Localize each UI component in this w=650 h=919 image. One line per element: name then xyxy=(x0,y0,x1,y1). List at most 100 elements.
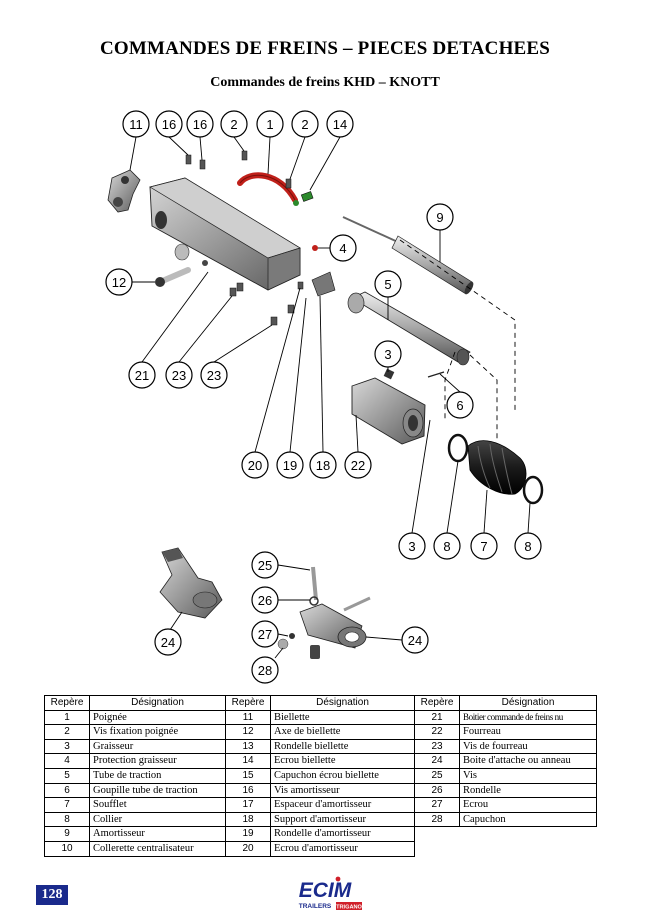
header-designation: Désignation xyxy=(459,695,597,711)
svg-text:24: 24 xyxy=(408,633,422,648)
svg-text:28: 28 xyxy=(258,663,272,678)
row-num: 1 xyxy=(44,709,90,726)
callout-4: 4 xyxy=(329,234,357,262)
svg-text:2: 2 xyxy=(230,117,237,132)
row-name: Vis de fourreau xyxy=(459,738,597,755)
row-num: 26 xyxy=(414,782,460,799)
callout-20: 20 xyxy=(241,451,269,479)
header-designation: Désignation xyxy=(270,695,415,711)
row-name: Fourreau xyxy=(459,724,597,740)
row-name: Boite d'attache ou anneau xyxy=(459,753,597,769)
row-name: Poignée xyxy=(89,709,226,726)
part-support-amortisseur xyxy=(311,271,336,297)
svg-text:14: 14 xyxy=(333,117,347,132)
part-ecrou-biellette xyxy=(300,191,314,202)
page-subtitle: Commandes de freins KHD – KNOTT xyxy=(210,75,440,90)
callout-27: 27 xyxy=(251,620,279,648)
svg-text:5: 5 xyxy=(384,277,391,292)
callout-19: 19 xyxy=(276,451,304,479)
row-name: Tube de traction xyxy=(89,767,226,784)
part-axe-biellette xyxy=(155,267,191,287)
part-boitier xyxy=(149,177,301,291)
part-collier xyxy=(447,433,469,463)
svg-text:26: 26 xyxy=(258,593,272,608)
svg-text:20: 20 xyxy=(248,458,262,473)
row-name: Amortisseur xyxy=(89,826,226,842)
header-repere: Repère xyxy=(225,695,271,711)
row-num: 13 xyxy=(225,738,271,755)
callout-8-b: 8 xyxy=(514,532,542,560)
part-tube-traction xyxy=(347,291,471,366)
svg-text:8: 8 xyxy=(443,539,450,554)
row-num: 28 xyxy=(414,811,460,828)
row-name: Capuchon xyxy=(459,811,597,828)
row-num: 17 xyxy=(225,797,271,813)
row-name: Ecrou biellette xyxy=(270,753,415,769)
row-num: 27 xyxy=(414,797,460,813)
page-number: 128 xyxy=(36,885,68,905)
callout-8: 8 xyxy=(433,532,461,560)
svg-text:11: 11 xyxy=(129,117,143,132)
callout-14: 14 xyxy=(326,110,354,138)
svg-text:4: 4 xyxy=(339,241,346,256)
row-num: 12 xyxy=(225,724,271,740)
row-name: Rondelle biellette xyxy=(270,738,415,755)
row-name: Collier xyxy=(89,811,226,828)
callout-3: 3 xyxy=(374,340,402,368)
callout-24-b: 24 xyxy=(401,626,429,654)
svg-text:12: 12 xyxy=(112,275,126,290)
svg-text:9: 9 xyxy=(436,210,443,225)
part-anneau xyxy=(277,566,371,659)
logo-brand: TRIGANO xyxy=(336,904,362,910)
ecim-logo: ECIM TRAILERS TRIGANO xyxy=(299,876,363,910)
row-name: Ecrou d'amortisseur xyxy=(270,840,415,857)
callout-23: 23 xyxy=(165,361,193,389)
row-num: 2 xyxy=(44,724,90,740)
empty-cell xyxy=(415,841,460,856)
callout-2-b: 2 xyxy=(291,110,319,138)
svg-text:23: 23 xyxy=(172,368,186,383)
part-protection-graisseur xyxy=(312,245,318,251)
row-num: 10 xyxy=(44,840,90,857)
row-name: Protection graisseur xyxy=(89,753,226,769)
row-num: 8 xyxy=(44,811,90,828)
parts-table: Repère Désignation Repère Désignation Re… xyxy=(44,695,597,857)
svg-text:25: 25 xyxy=(258,558,272,573)
callout-16: 16 xyxy=(155,110,183,138)
svg-text:8: 8 xyxy=(524,539,531,554)
row-num: 24 xyxy=(414,753,460,769)
row-name: Vis xyxy=(459,767,597,784)
logo-dot xyxy=(335,876,341,882)
svg-text:23: 23 xyxy=(207,368,221,383)
header-designation: Désignation xyxy=(89,695,226,711)
callout-7: 7 xyxy=(470,532,498,560)
row-num: 9 xyxy=(44,826,90,842)
logo-brand-box xyxy=(336,902,362,910)
part-graisseur xyxy=(383,368,395,380)
part-vis-group xyxy=(185,150,304,326)
part-biellette xyxy=(107,169,141,213)
empty-cell xyxy=(415,827,460,842)
row-name: Support d'amortisseur xyxy=(270,811,415,828)
svg-text:24: 24 xyxy=(161,635,175,650)
row-num: 11 xyxy=(225,709,271,726)
row-num: 25 xyxy=(414,767,460,784)
row-name: Espaceur d'amortisseur xyxy=(270,797,415,813)
row-name: Rondelle d'amortisseur xyxy=(270,826,415,842)
svg-text:7: 7 xyxy=(480,539,487,554)
row-num: 3 xyxy=(44,738,90,755)
part-fourreau xyxy=(351,377,426,445)
row-name: Biellette xyxy=(270,709,415,726)
part-collier-2 xyxy=(522,475,544,505)
svg-text:18: 18 xyxy=(316,458,330,473)
row-num: 21 xyxy=(414,709,460,726)
svg-text:16: 16 xyxy=(162,117,176,132)
callout-11: 11 xyxy=(122,110,150,138)
part-goupille xyxy=(427,371,445,378)
